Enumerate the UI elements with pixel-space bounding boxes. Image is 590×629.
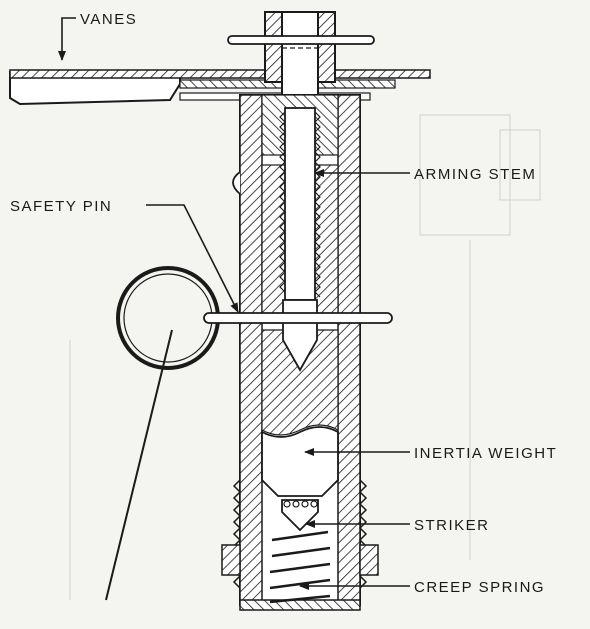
safety-pin bbox=[105, 266, 393, 601]
label-safety-pin: SAFETY PIN bbox=[10, 198, 112, 215]
label-arming-stem: ARMING STEM bbox=[414, 166, 536, 183]
background-ghost-lines bbox=[69, 114, 541, 600]
top-cap bbox=[227, 11, 375, 109]
safety-pin-leader bbox=[146, 204, 239, 313]
label-inertia-weight: INERTIA WEIGHT bbox=[414, 445, 557, 462]
arming-stem bbox=[279, 107, 321, 372]
label-vanes: VANES bbox=[80, 11, 137, 28]
label-striker: STRIKER bbox=[414, 517, 490, 534]
vanes-leader bbox=[58, 17, 76, 61]
vanes-plate bbox=[9, 69, 431, 106]
inertia-weight bbox=[261, 426, 339, 497]
leader-lines bbox=[58, 17, 410, 590]
label-creep-spring: CREEP SPRING bbox=[414, 579, 545, 596]
